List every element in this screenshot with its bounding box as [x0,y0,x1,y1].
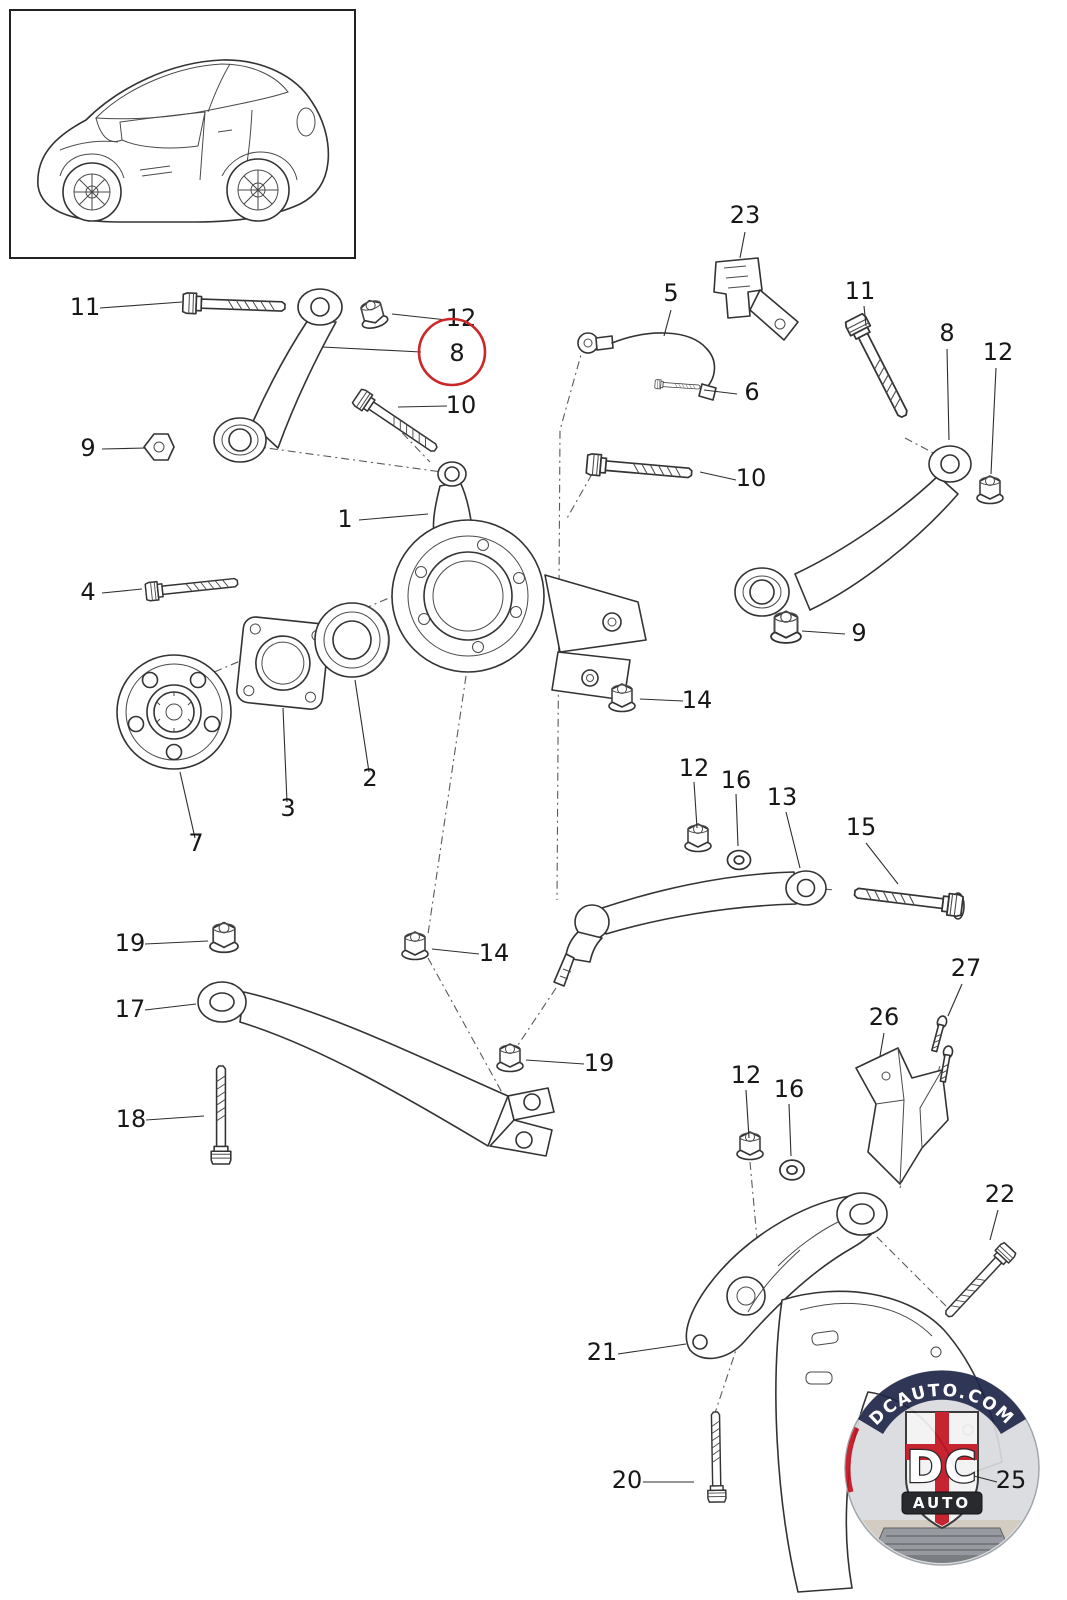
callout-22-bolt: 22 [985,1180,1016,1208]
callout-2-bearing: 2 [362,764,377,792]
part-8-upper-link-left [213,288,343,463]
callout-23-bracket: 23 [730,201,761,229]
part-16-washer-mid [726,849,752,871]
part-26-bracket [855,1047,949,1185]
callout-21-lower-arm: 21 [587,1338,618,1366]
car-thumbnail [9,9,356,259]
watermark-banner-text: AUTO [913,1494,971,1512]
part-18-bolt [210,1065,232,1165]
callout-1-wheel-carrier: 1 [337,505,352,533]
part-12-nut-lower [736,1131,764,1161]
part-20-bolt [705,1411,727,1503]
callout-14-upper-nut: 14 [682,686,713,714]
callout-26-bracket: 26 [869,1003,900,1031]
part-3-bearing-plate [236,616,330,710]
callout-16-mid-washer: 16 [721,766,752,794]
callout-13-control-arm: 13 [767,783,798,811]
callout-15-bolt: 15 [846,813,877,841]
part-15-bolt [852,881,965,920]
part-27-screw-a [931,1015,948,1053]
part-7-wheel-hub [116,654,232,770]
part-11-bolt-right [843,312,915,422]
callout-12-right-nut: 12 [983,338,1014,366]
part-6-screw [654,379,701,392]
callout-10-right-bolt: 10 [736,464,767,492]
part-19-nut-left [209,921,239,954]
callout-12-lower-nut: 12 [731,1061,762,1089]
callout-11-right-bolt: 11 [845,277,876,305]
part-10-bolt-right [585,452,694,485]
callout-9-right-nut: 9 [851,619,866,647]
part-17-trailing-arm [197,981,555,1157]
leader-lines [99,231,999,1483]
callout-3-plate: 3 [280,794,295,822]
part-9-nut-right [770,610,802,644]
dcauto-watermark: DCAUTO.COM DC AUTO [844,1370,1040,1566]
callout-19-mid-nut: 19 [584,1049,615,1077]
callout-numbers: 11 12 8 10 9 23 5 6 11 8 12 10 1 9 4 14 … [70,201,1027,1494]
highlight-circle-part-8 [417,317,487,387]
callout-5-brake-line: 5 [663,279,678,307]
callout-27-screws: 27 [951,954,982,982]
callout-6-screw: 6 [744,378,759,406]
part-12-nut-right [976,475,1004,505]
part-13-control-arm [553,870,827,987]
part-14-nut-upper [608,683,636,713]
callout-25-shield: 25 [996,1466,1027,1494]
callout-8-highlighted: 8 [449,339,464,367]
callout-12-mid-nut: 12 [679,754,710,782]
part-10-bolt-upper [350,387,442,458]
part-1-wheel-carrier [391,461,647,701]
part-16-washer-lower [779,1159,805,1181]
callout-16-lower-washer: 16 [774,1075,805,1103]
part-21-lower-control-arm [685,1192,888,1360]
part-9-nut-left [143,433,175,461]
callout-19-left-nut: 19 [115,929,146,957]
part-2-wheel-bearing [314,602,390,678]
callout-11-upper-left: 11 [70,293,101,321]
callout-7-hub: 7 [188,829,203,857]
part-8-upper-link-right [734,445,972,617]
part-4-bolt [144,572,240,602]
callout-14-mid-nut: 14 [479,939,510,967]
part-27-screw-b [939,1045,954,1083]
callout-8-right-link: 8 [939,319,954,347]
part-5-brake-hose [577,332,717,401]
callout-18-bolt: 18 [116,1105,147,1133]
watermark-shield-text: DC [907,1442,978,1493]
callout-9-left-nut: 9 [80,434,95,462]
part-12-nut-mid [684,823,712,853]
part-14-nut-mid [401,931,429,961]
callout-10-upper-bolt: 10 [446,391,477,419]
callout-4-bolt: 4 [80,578,95,606]
part-23-bracket [713,257,799,341]
part-22-bolt [939,1240,1018,1323]
part-12-nut-upper [355,296,390,332]
callout-17-trailing-arm: 17 [115,995,146,1023]
callout-20-bolt: 20 [612,1466,643,1494]
part-11-bolt-left [181,291,287,318]
part-19-nut-mid [496,1043,524,1073]
